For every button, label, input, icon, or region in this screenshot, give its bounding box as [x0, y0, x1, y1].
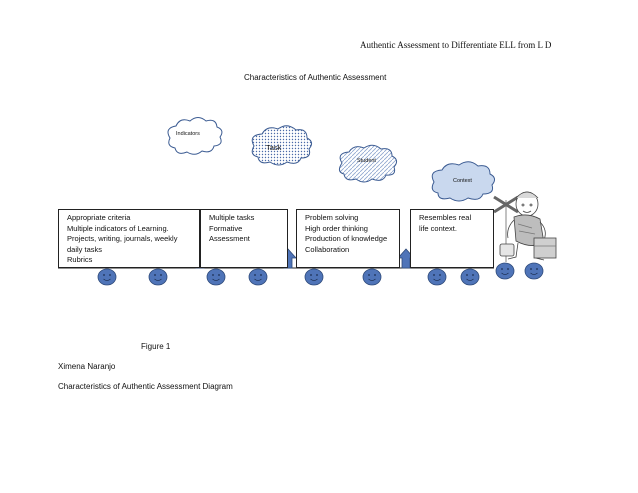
cloud-student: [338, 144, 398, 183]
box-line: daily tasks: [67, 244, 103, 254]
smiley-face-icon: [248, 268, 268, 286]
face-row: [97, 262, 544, 286]
box-line: life context.: [419, 223, 457, 233]
cloud-indicators: [167, 117, 223, 155]
box-line: Appropriate criteria: [67, 213, 131, 222]
box-line: Collaboration: [305, 244, 350, 254]
page-header-title: Authentic Assessment to Differentiate EL…: [360, 40, 552, 50]
cloud-label-student: Student: [357, 158, 376, 164]
smiley-face-icon: [427, 268, 447, 286]
box-line: Rubrics: [67, 255, 93, 264]
box-line: Resembles real: [419, 213, 472, 222]
cloud-label-context: Context: [453, 178, 472, 184]
cloud-task: [251, 125, 313, 166]
box-line: Assessment: [209, 234, 250, 243]
smiley-face-icon: [97, 268, 117, 286]
box-criteria: Appropriate criteria Multiple indicators…: [58, 209, 200, 268]
diagram-description: Characteristics of Authentic Assessment …: [58, 382, 233, 391]
smiley-face-icon: [148, 268, 168, 286]
cloud-label-task: Task: [266, 143, 282, 152]
smiley-face-icon: [460, 268, 480, 286]
cloud-label-indicators: Indicators: [176, 131, 200, 137]
seated-person-illustration: [493, 191, 557, 262]
box-line: Multiple tasks: [209, 213, 255, 222]
smiley-face-icon: [206, 268, 226, 286]
box-multiple-tasks: Multiple tasks Formative Assessment: [200, 209, 288, 268]
smiley-face-icon: [304, 268, 324, 286]
smiley-face-icon: [524, 262, 544, 280]
box-line: High order thinking: [305, 223, 368, 233]
cloud-context: [431, 161, 496, 202]
smiley-face-icon: [495, 262, 515, 280]
box-line: Formative: [209, 223, 243, 233]
author-name: Ximena Naranjo: [58, 362, 116, 371]
box-real-life-context: Resembles real life context.: [410, 209, 494, 268]
box-line: Multiple indicators of Learning.: [67, 223, 169, 233]
box-line: Projects, writing, journals, weekly: [67, 234, 178, 243]
box-line: Production of knowledge: [305, 234, 388, 243]
smiley-face-icon: [362, 268, 382, 286]
diagram-title: Characteristics of Authentic Assessment: [244, 73, 387, 82]
figure-caption: Figure 1: [141, 342, 171, 351]
box-problem-solving: Problem solving High order thinking Prod…: [296, 209, 400, 268]
box-line: Problem solving: [305, 213, 359, 222]
